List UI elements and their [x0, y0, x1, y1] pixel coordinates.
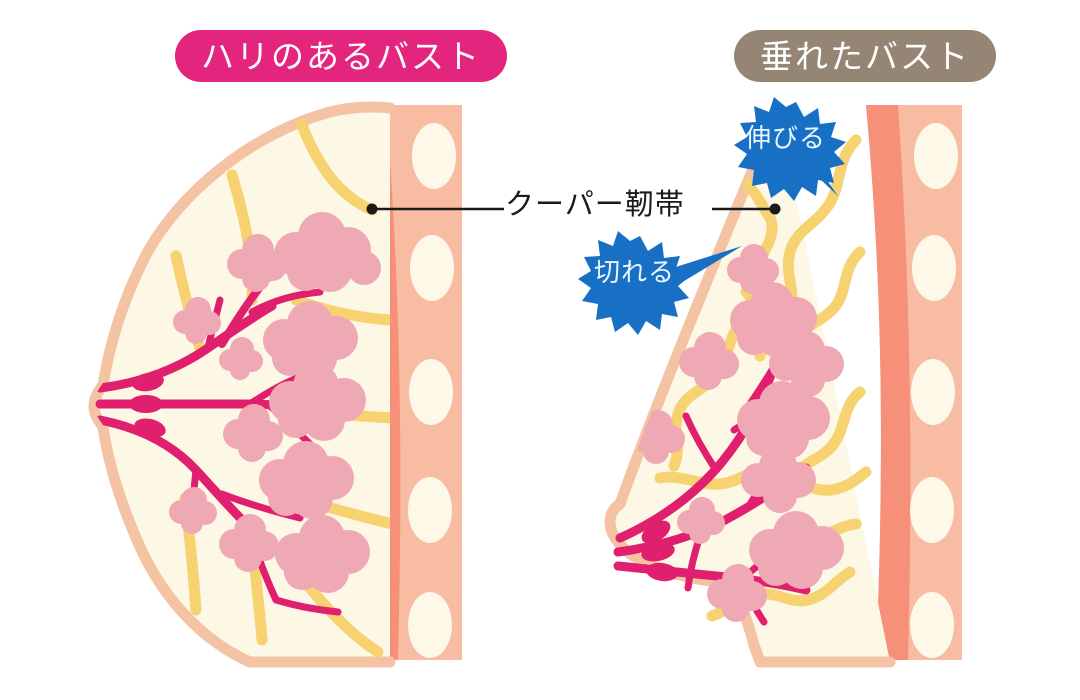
leader-dot-right	[769, 203, 781, 215]
mammary-lobule	[269, 363, 366, 441]
mammary-lobule	[727, 244, 779, 294]
mammary-lobule	[227, 234, 287, 292]
cooper-ligament-label: クーパー靭帯	[505, 187, 685, 221]
mammary-lobule	[737, 381, 830, 459]
label-firm-bust-text: ハリのあるバスト	[201, 36, 481, 76]
mammary-lobule	[173, 297, 221, 344]
mammary-lobule	[219, 337, 263, 380]
right-lactiferous-sinus-group	[641, 520, 678, 582]
left-rib	[412, 123, 456, 189]
right-rib	[910, 592, 954, 658]
mammary-lobule	[741, 447, 816, 513]
callout-burst-stretch[interactable]	[734, 97, 846, 201]
lactiferous-sinus	[132, 372, 164, 392]
mammary-lobule	[275, 515, 370, 593]
label-firm-bust: ハリのあるバスト	[175, 30, 507, 82]
mammary-lobule	[769, 331, 844, 397]
mammary-lobule	[259, 441, 354, 519]
lactiferous-sinus	[134, 418, 166, 438]
cooper-ligament-taut	[294, 114, 378, 216]
mammary-lobule	[749, 511, 844, 589]
right-rib	[910, 477, 954, 543]
left-lactiferous-sinus-group	[129, 372, 166, 438]
milk-duct-branch	[218, 490, 304, 522]
right-rib	[914, 123, 958, 189]
mammary-lobule	[169, 487, 217, 534]
right-rib	[911, 359, 955, 425]
left-rib-group	[408, 123, 456, 658]
left-rib	[409, 359, 453, 425]
milk-duct-branch	[682, 412, 720, 474]
label-sagging-bust-text: 垂れたバスト	[760, 36, 970, 76]
leader-dot-left	[366, 203, 378, 215]
burst-star-stretch	[734, 97, 846, 201]
left-rib	[408, 592, 452, 658]
mammary-lobule	[677, 497, 725, 544]
right-rib-group	[910, 123, 958, 658]
mammary-lobule	[223, 404, 283, 462]
callout-burst-tear[interactable]	[578, 231, 742, 335]
mammary-lobule	[679, 332, 739, 390]
milk-duct-branch	[272, 596, 342, 616]
left-breast-panel	[88, 101, 462, 668]
lactiferous-sinus	[646, 562, 678, 582]
label-sagging-bust: 垂れたバスト	[734, 30, 996, 82]
mammary-lobule	[707, 564, 767, 622]
burst-star-tear	[578, 231, 690, 335]
left-rib	[408, 477, 452, 543]
right-pectoral-muscle	[866, 105, 911, 660]
right-lobule-group	[629, 244, 844, 622]
lactiferous-sinus	[641, 520, 671, 544]
lactiferous-sinus	[129, 395, 163, 413]
right-rib	[912, 235, 956, 301]
left-lobule-group	[169, 212, 381, 593]
left-rib	[410, 235, 454, 301]
milk-duct-branch	[248, 288, 324, 316]
cooper-leader-line	[366, 203, 781, 215]
mammary-lobule	[263, 301, 358, 379]
mammary-lobule	[219, 514, 279, 572]
lactiferous-sinus	[641, 542, 675, 562]
right-breast-panel	[604, 102, 962, 668]
